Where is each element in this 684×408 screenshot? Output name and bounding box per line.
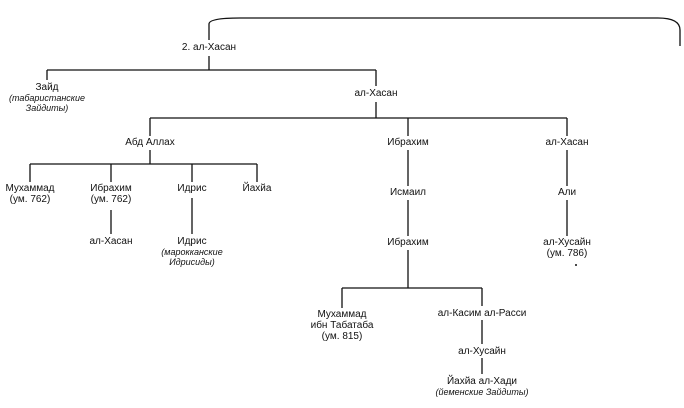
node-idris-1: Идрис [177,183,207,194]
node-idris-2: Идрис (марокканские Идрисиды) [161,236,223,267]
node-ibrahim-2: Ибрахим (ум. 762) [90,183,132,205]
node-husayn-2: ал-Хусайн [458,346,506,357]
speck [575,264,577,266]
connector-top [208,17,681,46]
node-yahya-hadi: Йахйа ал-Хади (йеменские Зайдиты) [435,376,529,397]
node-ali: Али [557,187,577,198]
node-al-hasan-3: ал-Хасан [89,236,133,247]
node-al-hasan-2: ал-Хасан [545,137,589,148]
node-ismail: Исмаил [389,187,427,198]
node-ibrahim-1: Ибрахим [387,137,429,148]
node-hasan2: 2. ал-Хасан [181,42,237,53]
node-zayd: Зайд (табаристанские Зайдиты) [8,82,86,113]
node-muhammad-tabataba: Мухаммад ибн Табатаба (ум. 815) [310,309,374,342]
node-yahya-1: Йахйа [242,183,272,194]
node-qasim: ал-Касим ал-Расси [437,308,527,319]
node-husayn-1: ал-Хусайн (ум. 786) [543,237,591,259]
node-muhammad: Мухаммад (ум. 762) [5,183,55,205]
node-al-hasan: ал-Хасан [354,88,398,99]
node-ibrahim-3: Ибрахим [387,237,429,248]
node-abd-allah: Абд Аллах [125,137,175,148]
